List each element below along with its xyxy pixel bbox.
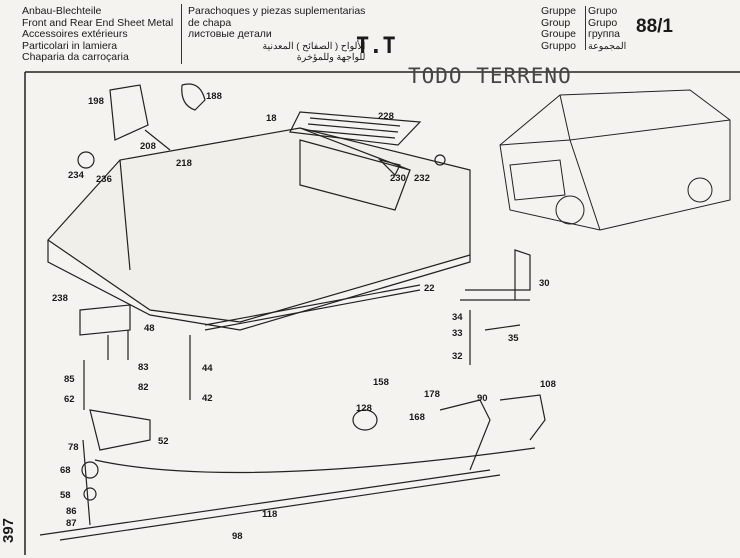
group-number: 88/1 <box>636 16 673 37</box>
group-label: Groupe <box>541 28 577 40</box>
part-number-label: 33 <box>452 328 463 339</box>
divider <box>585 6 586 50</box>
part-number-label: 208 <box>140 141 156 152</box>
part-number-label: 34 <box>452 312 463 323</box>
title-fr: Accessoires extérieurs <box>22 28 128 40</box>
part-number-label: 198 <box>88 96 104 107</box>
bowden-cables <box>39 447 536 541</box>
lock-mechanism <box>79 304 151 451</box>
part-number-label: 90 <box>477 393 488 404</box>
group-label: Gruppo <box>541 39 577 52</box>
part-number-label: 87 <box>66 518 77 529</box>
part-number-label: 238 <box>52 293 68 304</box>
part-number-label: 85 <box>64 374 75 385</box>
hinge-right <box>460 249 531 301</box>
part-number-label: 234 <box>68 170 84 181</box>
part-number-label: 178 <box>424 389 440 400</box>
part-number-label: 78 <box>68 442 79 453</box>
title-es: Parachoques y piezas suplementarias <box>188 5 366 17</box>
title-ar-2: للواجهة وللمؤخرة <box>296 52 366 63</box>
part-number-label: 158 <box>373 377 389 388</box>
header-left: Anbau-Blechteile Front and Rear End Shee… <box>22 5 174 64</box>
group-label: Gruppe <box>541 5 577 17</box>
part-number-label: 48 <box>144 323 155 334</box>
group-label: группа <box>588 28 621 40</box>
part-number-label: 32 <box>452 351 463 362</box>
part-number-label: 22 <box>424 283 435 294</box>
part-number-label: 52 <box>158 436 169 447</box>
divider <box>181 4 182 64</box>
part-number-label: 42 <box>202 393 213 404</box>
title-en: Front and Rear End Sheet Metal <box>22 16 174 29</box>
part-number-label: 236 <box>96 174 112 185</box>
part-number-label: 98 <box>232 531 243 542</box>
bolts-column-right <box>189 310 521 400</box>
title-pt: Chaparia da carroçaria <box>22 51 129 63</box>
vent-grille <box>289 111 422 146</box>
part-number-label: 62 <box>64 394 75 405</box>
part-number-label: 18 <box>266 113 277 124</box>
hood-panel <box>47 127 471 331</box>
part-number-label: 118 <box>262 509 278 520</box>
part-number-label: 83 <box>138 362 149 373</box>
bolts-column-left <box>81 360 99 526</box>
part-number-label: 230 <box>390 173 406 184</box>
part-number-label: 128 <box>356 403 372 414</box>
title-ar: الألواح ( الصفائح ) المعدنية <box>262 40 366 52</box>
part-number-label: 168 <box>409 412 425 423</box>
part-number-label: 68 <box>60 465 71 476</box>
group-label: Grupo <box>588 5 618 17</box>
title-ru: листовые детали <box>188 28 272 40</box>
handwritten-note: T.T <box>356 34 396 59</box>
header-mid: Parachoques y piezas suplementarias de c… <box>188 5 366 64</box>
part-number-label: 30 <box>539 278 550 289</box>
part-number-label: 188 <box>206 91 222 102</box>
vehicle-illustration <box>499 89 731 231</box>
title-es-2: de chapa <box>188 16 232 29</box>
part-number-label: 58 <box>60 490 71 501</box>
group-label: Grupo <box>588 16 618 29</box>
part-number-label: 218 <box>176 158 192 169</box>
group-labels-right: Grupo Grupo группа المجموعة <box>588 5 627 52</box>
part-number-label: 44 <box>202 363 213 374</box>
stamp-todo-terreno: TODO TERRENO <box>408 64 572 88</box>
group-label: Group <box>541 16 571 29</box>
title-it: Particolari in lamiera <box>22 39 118 52</box>
part-number-label: 86 <box>66 506 77 517</box>
part-number-label: 228 <box>378 111 394 122</box>
part-number-label: 35 <box>508 333 519 344</box>
part-number-label: 108 <box>540 379 556 390</box>
strip-22 <box>204 284 421 331</box>
part-number-label: 232 <box>414 173 430 184</box>
group-labels-left: Gruppe Group Groupe Gruppo <box>541 5 577 52</box>
page-number: 397 <box>0 517 18 544</box>
release-levers <box>352 394 546 471</box>
brackets-top <box>77 83 446 177</box>
title-de: Anbau-Blechteile <box>22 5 102 17</box>
group-label: المجموعة <box>588 40 627 52</box>
part-number-label: 82 <box>138 382 149 393</box>
